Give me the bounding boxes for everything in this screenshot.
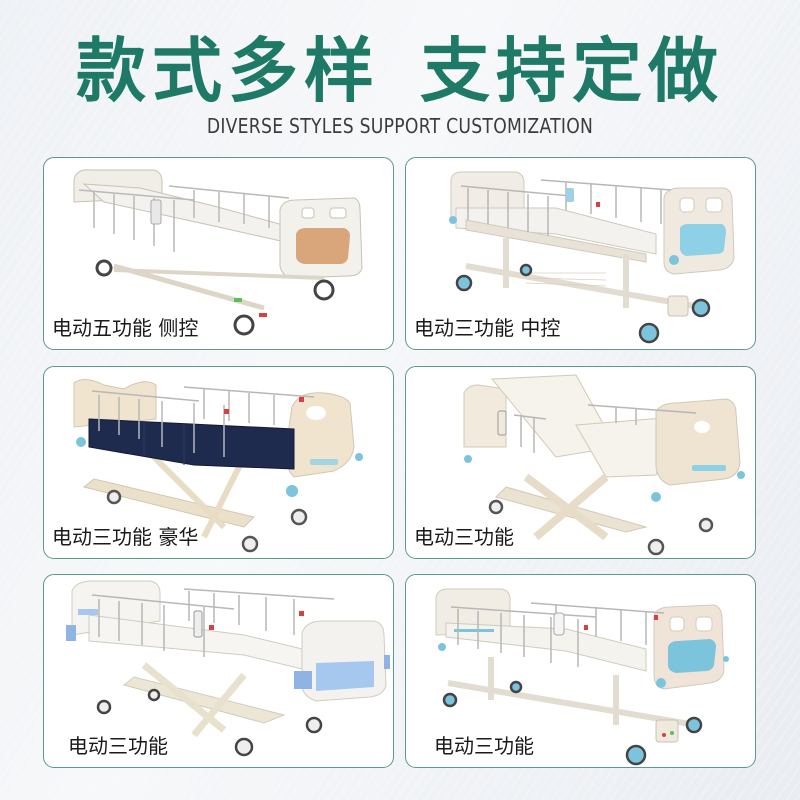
product-card-three-function-teal[interactable]: 电动三功能 [405,574,756,768]
product-label: 电动三功能 [434,734,534,758]
page-subtitle: DIVERSE STYLES SUPPORT CUSTOMIZATION [206,114,594,138]
product-card-three-function-luxury[interactable]: 电动三功能 豪华 [43,366,394,559]
title-part-1: 款式多样 [76,30,380,112]
product-card-three-function-raised[interactable]: 电动三功能 [405,366,756,559]
title-part-2: 支持定做 [420,30,724,112]
product-label: 电动三功能 [68,734,168,758]
hospital-bed-image [73,379,363,553]
product-label: 电动三功能 豪华 [52,525,199,549]
hospital-bed-image [66,580,390,757]
product-card-three-function-blue[interactable]: 电动三功能 [43,574,394,768]
product-label: 电动五功能 侧控 [52,316,199,340]
hospital-bed-image [73,169,363,336]
product-card-five-function-side[interactable]: 电动五功能 侧控 [43,157,394,350]
page-title: 款式多样支持定做 [0,28,800,114]
product-label: 电动三功能 [414,525,514,549]
product-label: 电动三功能 中控 [414,316,561,340]
product-card-three-function-center[interactable]: 电动三功能 中控 [405,157,756,350]
hospital-bed-image [435,588,729,766]
hospital-bed-image [463,374,745,556]
hospital-bed-image [449,171,735,344]
